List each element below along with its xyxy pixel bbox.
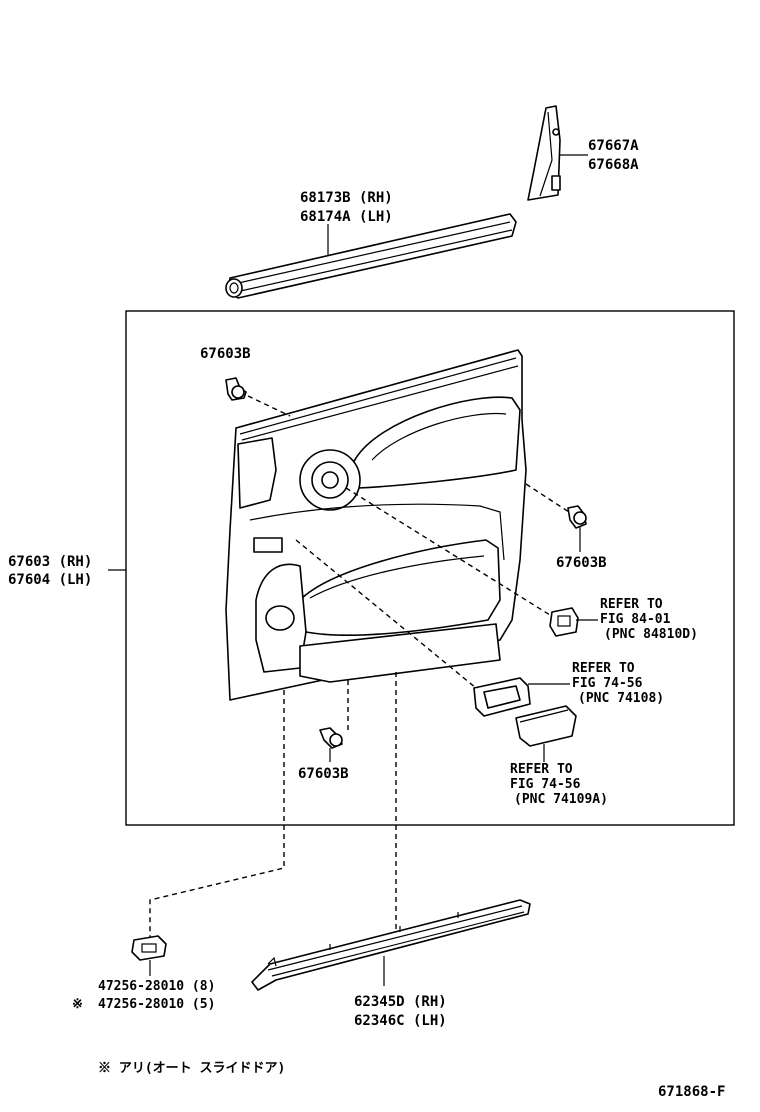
- label-clip-top: 67603B: [200, 346, 251, 362]
- label-trim-board-lh: 67604 (LH): [8, 572, 92, 588]
- dash-retainer: [149, 690, 285, 940]
- handle-bezel-part[interactable]: [473, 677, 531, 717]
- figure-code: 671868-F: [658, 1084, 725, 1100]
- label-ref-switch-2: FIG 84-01: [600, 612, 671, 627]
- clip-top-part[interactable]: [225, 377, 247, 401]
- label-weatherstrip-rh: 68173B (RH): [300, 190, 393, 206]
- scuff-plate-part[interactable]: [251, 899, 531, 991]
- weatherstrip-part[interactable]: [225, 213, 517, 299]
- label-corner-moulding-lh: 67668A: [588, 157, 639, 173]
- footnote: ※ アリ(オート スライドドア): [98, 1061, 285, 1076]
- label-ref-switch-1: REFER TO: [600, 597, 663, 612]
- label-corner-moulding-rh: 67667A: [588, 138, 639, 154]
- assembly-frame: [125, 310, 735, 826]
- switch-part[interactable]: [549, 607, 579, 637]
- dash-clip-top: [247, 395, 291, 417]
- clip-bottom-part[interactable]: [319, 727, 343, 749]
- clip-right-part[interactable]: [567, 505, 587, 529]
- dash-handle: [295, 539, 477, 689]
- label-ref-cover-2: FIG 74-56: [510, 777, 581, 792]
- label-clip-bottom: 67603B: [298, 766, 349, 782]
- retainer-part[interactable]: [131, 935, 167, 961]
- handle-cover-part[interactable]: [515, 705, 577, 747]
- corner-moulding-part[interactable]: [527, 105, 561, 201]
- label-ref-cover-3: (PNC 74109A): [514, 792, 608, 807]
- label-ref-cover-1: REFER TO: [510, 762, 573, 777]
- dash-speaker-switch: [345, 487, 559, 621]
- label-ref-bezel-3: (PNC 74108): [578, 691, 664, 706]
- label-scuff-plate-rh: 62345D (RH): [354, 994, 447, 1010]
- dash-clip-right: [525, 483, 573, 515]
- retainer-note-mark: ※: [72, 997, 83, 1012]
- label-trim-board-rh: 67603 (RH): [8, 554, 92, 570]
- label-ref-bezel-2: FIG 74-56: [572, 676, 643, 691]
- label-clip-right: 67603B: [556, 555, 607, 571]
- door-trim-board-part[interactable]: [225, 349, 527, 701]
- label-retainer-2: 47256-28010 (5): [98, 997, 215, 1012]
- label-ref-switch-3: (PNC 84810D): [604, 627, 698, 642]
- label-ref-bezel-1: REFER TO: [572, 661, 635, 676]
- label-retainer-1: 47256-28010 (8): [98, 979, 215, 994]
- label-scuff-plate-lh: 62346C (LH): [354, 1013, 447, 1029]
- label-weatherstrip-lh: 68174A (LH): [300, 209, 393, 225]
